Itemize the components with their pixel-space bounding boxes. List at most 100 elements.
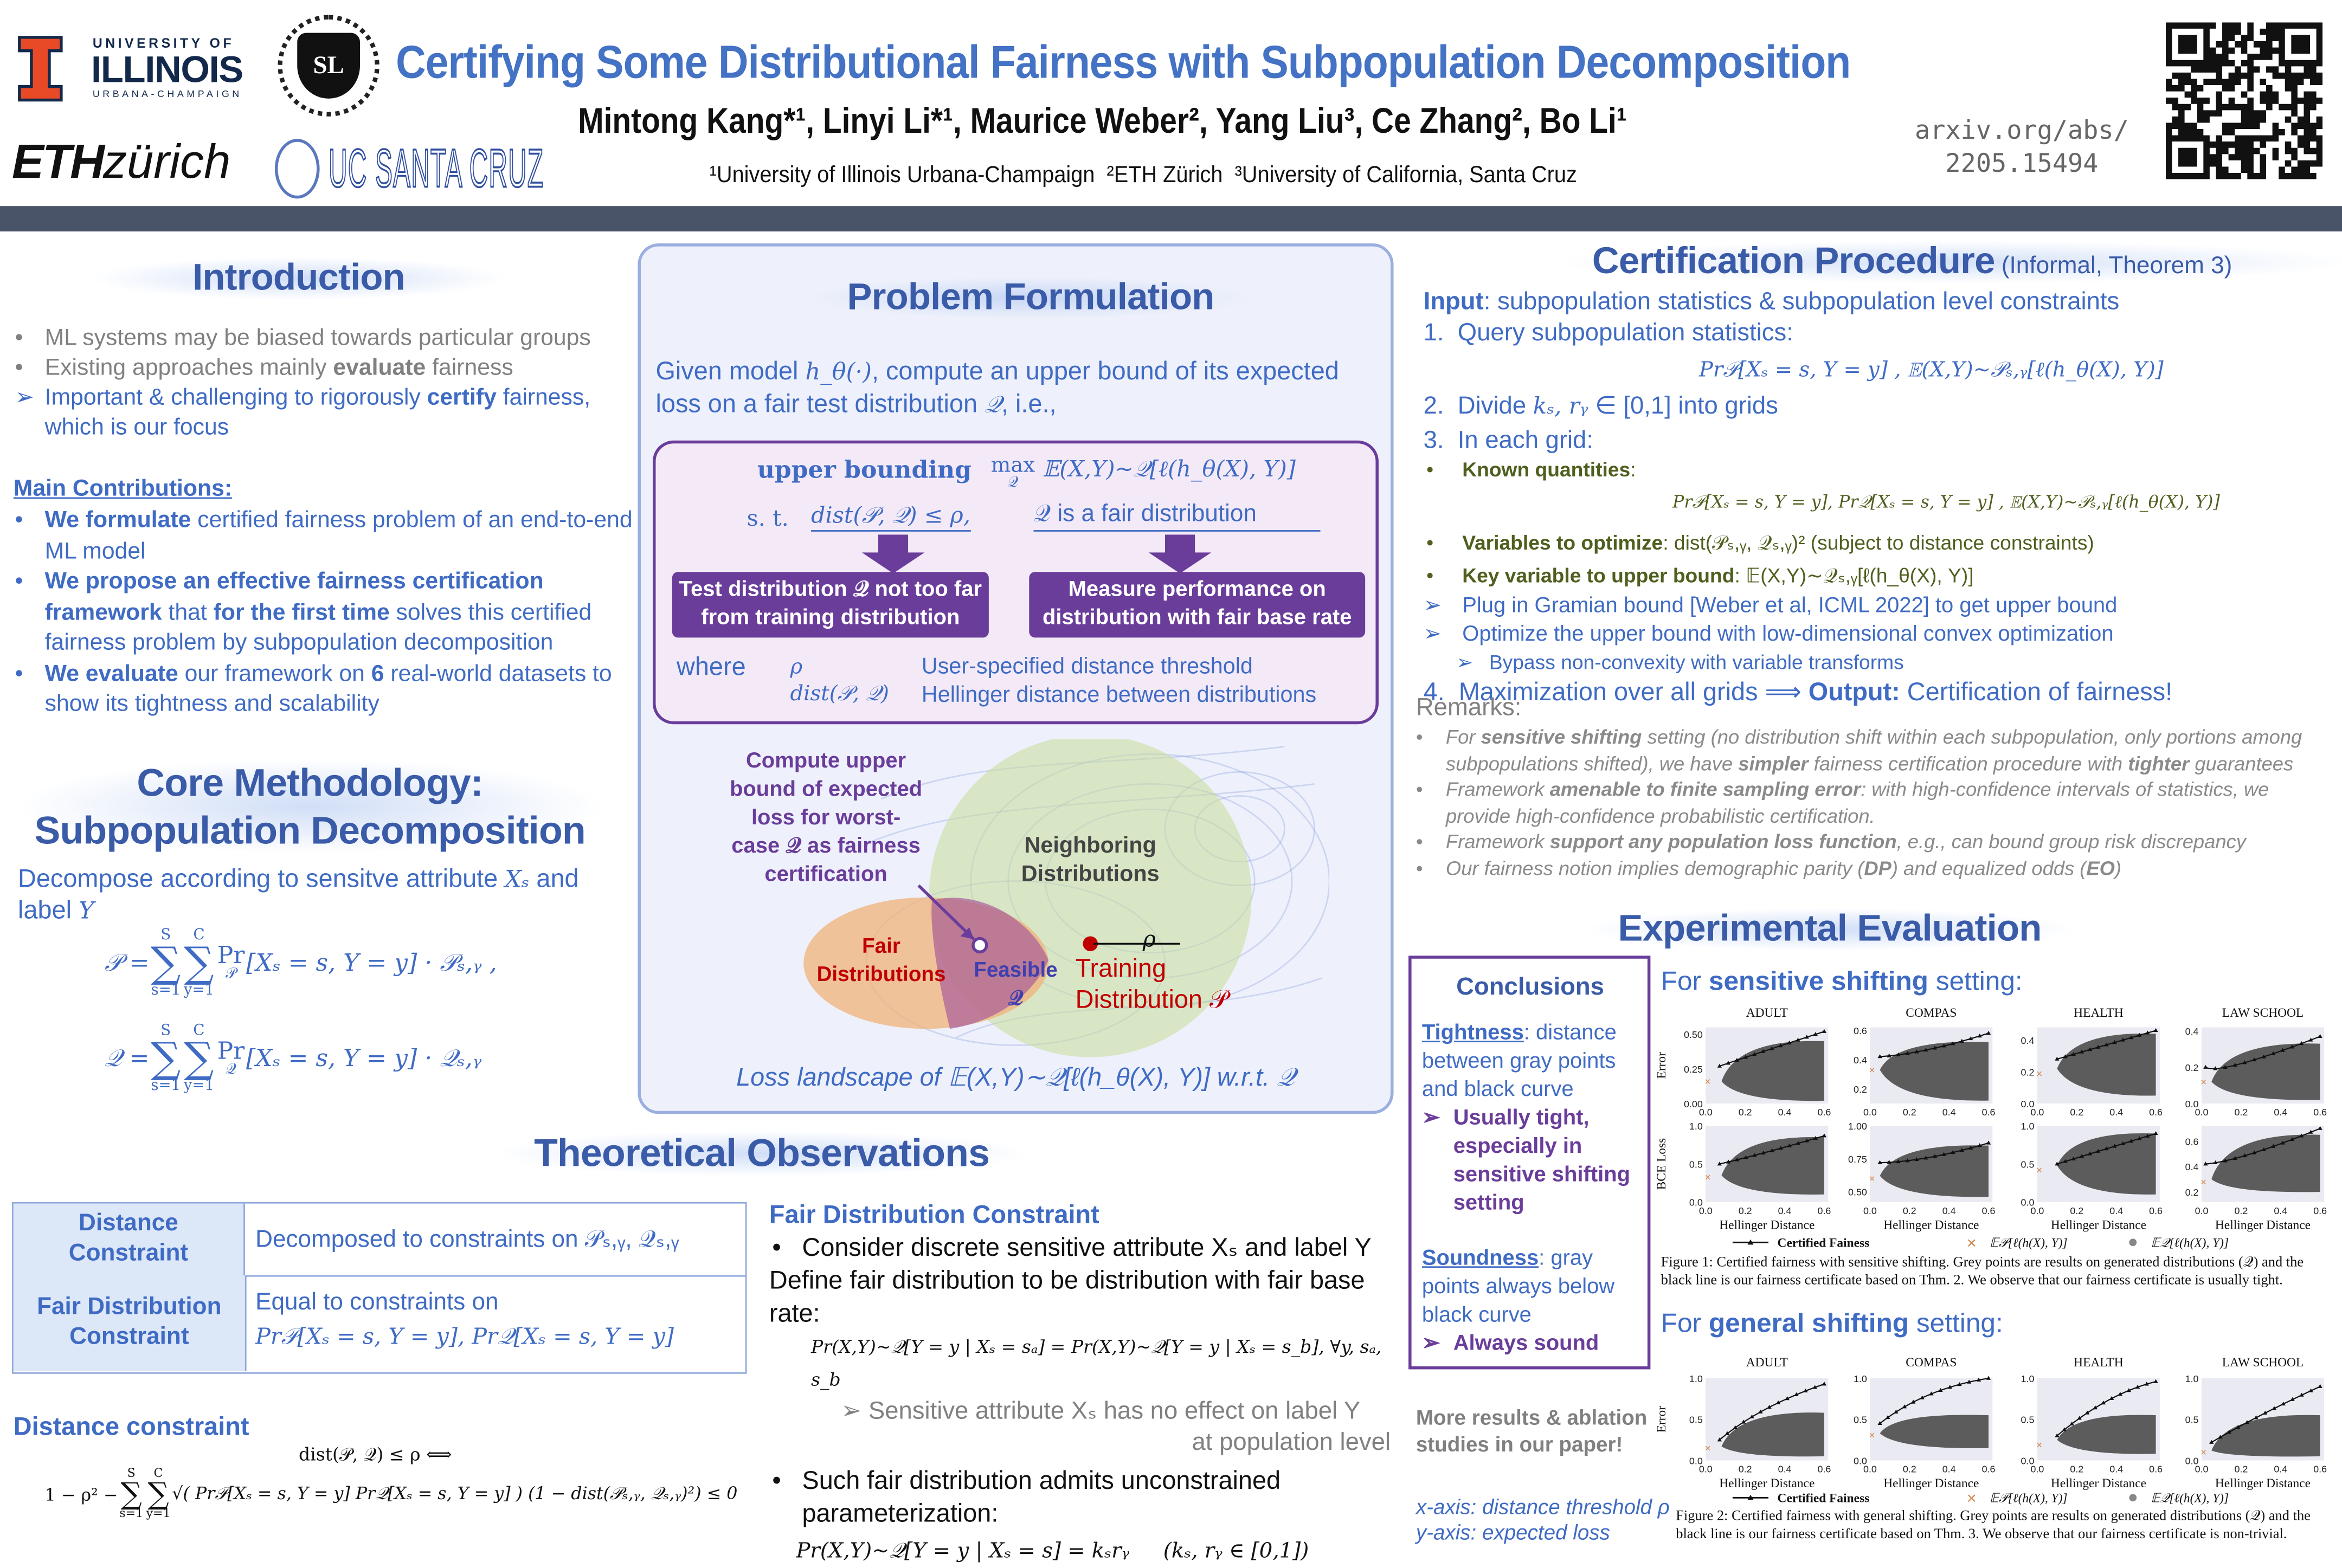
- problem-intro: Given model h_θ(·), compute an upper bou…: [655, 356, 1380, 421]
- text-run: Framework: [1445, 778, 1550, 801]
- arrow-marker: ➢: [1421, 1332, 1440, 1356]
- x-tick-label: 0.4: [1778, 1107, 1792, 1118]
- certified-marker: [2271, 1051, 2276, 1055]
- fair-label: Fair Distributions: [816, 933, 946, 986]
- procedure-title: Certification Procedure: [1592, 240, 1995, 282]
- arrow-marker: ➢: [841, 1397, 868, 1425]
- certified-marker: [2087, 1151, 2093, 1156]
- certified-marker: [1914, 1049, 1919, 1054]
- x-tick-label: 0.4: [2274, 1205, 2287, 1216]
- illinois-bottom-text: URBANA-CHAMPAIGN: [92, 89, 242, 100]
- dataset-title: ADULT: [1746, 1006, 1788, 1020]
- x-tick-label: 0.2: [1739, 1107, 1752, 1118]
- text-run: We formulate: [44, 507, 191, 533]
- y-tick-label: 0.50: [1848, 1186, 1867, 1197]
- certified-marker: [2112, 1040, 2117, 1044]
- eq-lhs: 𝒬 =: [104, 1044, 150, 1073]
- certified-marker: [1929, 1391, 1934, 1396]
- text-run: : with high-confidence intervals of stat…: [1445, 778, 2269, 827]
- text-run: EO: [2086, 856, 2115, 879]
- eq-body: [Xₛ = s, Y = y] · 𝒬ₛ,ᵧ: [246, 1044, 482, 1073]
- certified-marker: [1803, 1388, 1808, 1393]
- x-tick-label: 0.0: [1699, 1205, 1713, 1216]
- procedure-body: Input: subpopulation statistics & subpop…: [1424, 287, 2335, 709]
- certified-marker: [2227, 1430, 2231, 1434]
- q-scatter-points: [2211, 1415, 2320, 1457]
- y-tick-label: 0.5: [2185, 1415, 2199, 1425]
- x-tick-label: 0.6: [1982, 1464, 1996, 1475]
- text-run: : dist(𝒫ₛ,ᵧ, 𝒬ₛ,ᵧ)² (subject to distance…: [1663, 531, 2094, 554]
- certified-marker: [1896, 1159, 1901, 1164]
- table-row-head: Distance Constraint: [13, 1203, 245, 1275]
- certified-marker: [2104, 1042, 2109, 1047]
- certified-marker: [1761, 1049, 1766, 1053]
- procedure-step-2: 2. Divide kₛ, rᵧ ∈ [0,1] into grids: [1424, 391, 2335, 423]
- arxiv-link[interactable]: arxiv.org/abs/ 2205.15494: [1915, 115, 2129, 180]
- text-run: evaluate: [333, 355, 426, 381]
- distance-constraint: dist(𝒫, 𝒬) ≤ ρ,: [811, 502, 970, 532]
- certified-marker: [2242, 1060, 2247, 1064]
- note-text: Usually tight, especially in sensitive s…: [1453, 1106, 1631, 1216]
- sensitive-shifting-heading: For sensitive shifting setting:: [1661, 966, 2023, 998]
- text-run: amenable to finite sampling error: [1549, 778, 1861, 801]
- sum-s: S∑s=1: [151, 1023, 181, 1094]
- text-run: For: [1661, 1308, 1709, 1338]
- certified-marker: [2251, 1057, 2257, 1062]
- neighboring-label: Neighboring Distributions: [1021, 833, 1160, 887]
- certified-marker: [2203, 1064, 2208, 1069]
- x-tick-label: 0.4: [2109, 1464, 2123, 1475]
- def-symbol-rho: ρ: [790, 655, 803, 680]
- certified-marker: [1957, 1382, 1962, 1386]
- ep-marker: ×: [2201, 1177, 2206, 1188]
- x-tick-label: 0.6: [2149, 1205, 2163, 1216]
- q-scatter-points: [1721, 1412, 1824, 1457]
- text-run: : gray points always below black curve: [1421, 1247, 1615, 1328]
- certified-marker: [2299, 1392, 2304, 1397]
- certified-marker: [2101, 1401, 2106, 1405]
- x-tick-label: 0.0: [1699, 1464, 1713, 1475]
- feasible-label: Feasible 𝒬: [974, 957, 1058, 1010]
- y-tick-label: 0.0: [2185, 1099, 2199, 1109]
- note-text-cont: at population level: [1192, 1429, 1391, 1456]
- text-run: kₛ, rᵧ: [1533, 392, 1588, 420]
- text-run: certified fairness problem of an end-to-…: [44, 507, 633, 564]
- note-text: Always sound: [1453, 1332, 1599, 1356]
- remark-text: Our fairness notion implies demographic …: [1446, 856, 2121, 879]
- text-run: For: [1661, 966, 1709, 996]
- y-tick-label: 1.0: [2021, 1373, 2035, 1384]
- bullet-marker: •: [15, 507, 23, 533]
- authors: Mintong Kang*¹, Linyi Li*¹, Maurice Webe…: [578, 101, 1627, 142]
- text-run: Soundness: [1421, 1247, 1539, 1271]
- q-scatter-points: [2057, 1033, 2156, 1096]
- arrow-marker: ➢: [1421, 1106, 1440, 1131]
- optimize-text: Optimize the upper bound with low-dimens…: [1462, 622, 2114, 647]
- certified-marker: [2318, 1384, 2322, 1388]
- legend-triangle-swatch: [1747, 1239, 1754, 1245]
- arrow-marker: ➢: [1456, 651, 1474, 674]
- qr-code[interactable]: [2165, 22, 2323, 179]
- certified-marker: [1923, 1156, 1928, 1160]
- x-tick-label: 0.6: [1982, 1107, 1996, 1118]
- certified-marker: [2203, 1162, 2208, 1166]
- text-run: , i.e.,: [1001, 390, 1057, 418]
- y-tick-label: 0.0: [2021, 1455, 2035, 1466]
- lab-seal-shield: SL: [297, 33, 360, 99]
- pr-sub: 𝒬: [225, 1062, 236, 1079]
- certified-marker: [2118, 1392, 2123, 1396]
- eth-zurich-logo: ETHzürich: [12, 134, 230, 190]
- y-tick-label: 0.0: [2021, 1099, 2035, 1109]
- intro-bullet: ➢Important & challenging to rigorously c…: [12, 384, 636, 443]
- certified-marker: [2135, 1384, 2140, 1389]
- legend-ep-swatch: ×: [1967, 1489, 1977, 1507]
- certified-marker: [1804, 1138, 1810, 1143]
- y-tick-label: 1.0: [1689, 1373, 1703, 1384]
- certified-marker: [2308, 1130, 2313, 1134]
- remark-text: For sensitive shifting setting (no distr…: [1446, 726, 2302, 775]
- def-desc-dist: Hellinger distance between distributions: [921, 682, 1317, 708]
- y-tick-label: 0.0: [2185, 1455, 2199, 1466]
- seal-letters: SL: [313, 50, 344, 80]
- certified-fairness-line: [1879, 1377, 1989, 1424]
- dataset-title: ADULT: [1746, 1356, 1788, 1370]
- remark-item: •Our fairness notion implies demographic…: [1413, 855, 2331, 881]
